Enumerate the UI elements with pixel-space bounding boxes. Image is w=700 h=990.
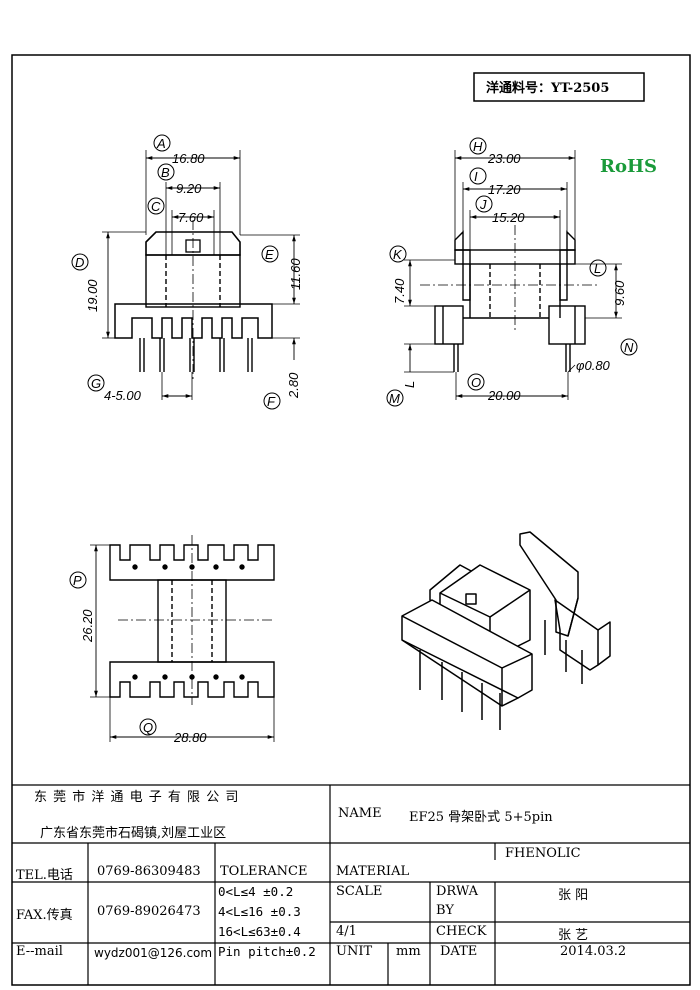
dim-value-o: 20.00 <box>487 388 521 403</box>
top-view <box>90 535 275 742</box>
side-view <box>404 150 622 400</box>
dim-letter-d: D <box>75 255 84 270</box>
dim-letter-j: J <box>479 197 487 212</box>
part-number-box: 洋通料号：YT-2505 <box>473 72 645 102</box>
dim-letter-g: G <box>91 376 101 391</box>
dim-letter-c: C <box>151 199 161 214</box>
dim-letter-i: I <box>474 169 478 184</box>
unit-label: UNIT <box>336 944 373 959</box>
part-number: 洋通料号：YT-2505 <box>486 80 609 96</box>
name-value: EF25 骨架卧式 5+5pin <box>409 810 553 825</box>
rohs-mark: RoHS <box>600 156 657 177</box>
dim-letter-o: O <box>471 375 481 390</box>
front-view <box>102 150 300 400</box>
dim-value-g: 4-5.00 <box>104 388 142 403</box>
drawn-label-1: DRWA <box>436 884 479 899</box>
dim-value-p: 26.20 <box>80 609 95 643</box>
company-address: 广东省东莞市石碣镇,刘屋工业区 <box>40 826 227 841</box>
dim-letter-f: F <box>267 394 276 409</box>
scale-value: 4/1 <box>336 924 357 939</box>
drawn-label-2: BY <box>436 903 454 918</box>
check-value: 张 艺 <box>558 928 589 943</box>
dim-value-a: 16.80 <box>172 151 205 166</box>
check-label: CHECK <box>436 924 487 939</box>
dim-letter-l: L <box>594 261 601 276</box>
dim-value-i: 17.20 <box>488 182 521 197</box>
side-view-labels: H 23.00 I 17.20 J 15.20 K 7.40 L 9.60 M … <box>386 137 638 407</box>
date-label: DATE <box>440 944 478 959</box>
company-name: 东 莞 市 洋 通 电 子 有 限 公 司 <box>34 790 240 805</box>
tolerance-row-2: 4<L≤16 ±0.3 <box>218 904 301 919</box>
dim-value-h: 23.00 <box>487 151 521 166</box>
tolerance-row-3: 16<L≤63±0.4 <box>218 924 301 939</box>
fax-value: 0769-89026473 <box>97 904 201 919</box>
tolerance-row-1: 0<L≤4 ±0.2 <box>218 884 294 899</box>
tolerance-label: TOLERANCE <box>220 864 308 879</box>
scale-label: SCALE <box>336 884 383 899</box>
date-value: 2014.03.2 <box>560 944 627 959</box>
tel-value: 0769-86309483 <box>97 864 201 879</box>
dim-letter-h: H <box>473 139 483 154</box>
tel-label: TEL.电话 <box>16 868 73 883</box>
dim-letter-q: Q <box>143 720 153 735</box>
email-label: E--mail <box>16 944 63 959</box>
email-value: wydz001@126.com <box>94 946 213 960</box>
dim-letter-p: P <box>73 573 82 588</box>
top-view-labels: P 26.20 Q 28.80 <box>69 571 207 745</box>
drawn-value: 张 阳 <box>558 888 589 903</box>
dim-value-e: 11.60 <box>288 258 303 290</box>
dim-value-n: φ0.80 <box>576 358 611 373</box>
name-label: NAME <box>338 806 382 821</box>
dim-value-j: 15.20 <box>492 210 525 225</box>
dim-value-d: 19.00 <box>85 279 100 312</box>
dim-letter-n: N <box>624 340 634 355</box>
dim-value-q: 28.80 <box>173 730 207 745</box>
material-label: MATERIAL <box>336 864 410 879</box>
dim-value-f: 2.80 <box>286 372 301 399</box>
isometric-view <box>401 531 611 730</box>
dim-value-l: 9.60 <box>612 280 627 306</box>
dim-value-m: L <box>402 381 417 388</box>
dim-value-c: 7.60 <box>178 210 204 225</box>
dim-letter-m: M <box>389 391 400 406</box>
front-view-labels: A 16.80 B 9.20 C 7.60 D 19.00 E 11.60 F … <box>71 134 303 410</box>
dim-letter-k: K <box>393 247 403 262</box>
title-block-grid <box>12 784 690 985</box>
material-value: FHENOLIC <box>505 846 581 861</box>
dim-letter-b: B <box>161 165 170 180</box>
dim-letter-e: E <box>265 247 274 262</box>
unit-value: mm <box>396 944 421 959</box>
dim-value-b: 9.20 <box>176 181 202 196</box>
fax-label: FAX.传真 <box>16 908 73 923</box>
sheet-border <box>11 54 691 986</box>
dim-value-k: 7.40 <box>392 278 407 304</box>
tolerance-row-4: Pin pitch±0.2 <box>218 944 316 959</box>
dim-letter-a: A <box>156 136 166 151</box>
